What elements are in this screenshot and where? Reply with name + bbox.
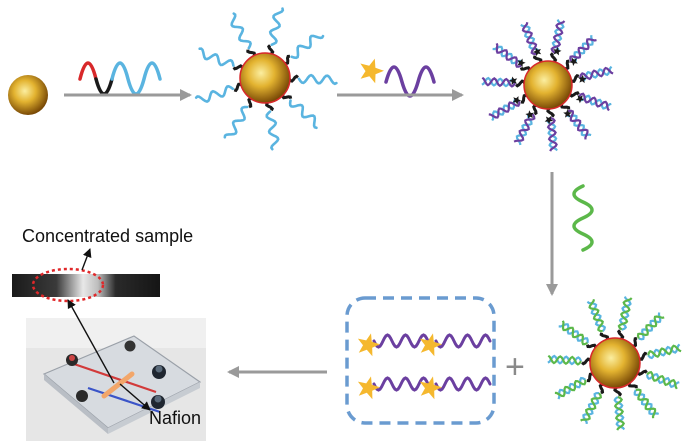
quencher-star [569,57,578,66]
quencher-star [525,110,534,119]
target-strand [546,116,558,152]
plus-sign: + [505,348,525,386]
probe-strand [223,105,249,139]
probe-strand [198,47,235,67]
pointer-to-label [81,248,92,271]
quencher-star [508,76,518,86]
target-strand [613,395,626,431]
reservoir-ports [66,340,166,409]
quencher-star [553,46,562,56]
probe-strand [288,99,318,130]
probe-strand [297,73,338,86]
target-strand [521,21,538,56]
quencher-star [563,109,572,118]
hybridized-nanoparticle [481,19,614,152]
target-strand [488,101,521,119]
target-strand [550,20,566,54]
probe-strand [230,12,252,50]
released-star-strands-box [345,296,496,425]
probe-strand [265,110,280,151]
purple-blue-duplex-strands [481,19,614,152]
probe-strand [290,34,325,60]
target-strand [495,43,522,68]
target-strand [547,354,582,366]
concentrated-sample-label: Concentrated sample [22,226,194,246]
target-strand [578,92,610,112]
target-strand [580,392,602,422]
quencher-star [578,74,587,84]
target-strand [567,109,589,140]
released-star [357,376,380,400]
target-strand [513,113,536,143]
released-star [419,376,442,400]
target-strand [635,388,657,419]
pointer-to-strip [67,299,115,384]
quencher-star [575,95,585,104]
probe-functionalized-nanoparticle [194,7,338,151]
released-star [419,333,442,357]
target-strand [569,38,597,62]
star-labeled-target-icon [384,65,436,98]
target-strand [481,76,516,88]
yellow-star-icon [360,58,384,84]
target-strand [588,299,604,333]
pointer-to-nafion [119,383,151,411]
target-strand [617,297,633,331]
displaced-nanoparticle [547,296,682,431]
released-purple-strands [357,333,492,400]
microfluidic-device-photo [26,318,206,441]
bare-gold-nanoparticle [8,75,48,115]
quencher-star [517,58,526,68]
probe-strand [268,7,285,46]
microchannel-red [73,362,157,394]
released-strand [434,376,492,392]
released-star [357,333,380,357]
fluorescence-image-strip [12,274,160,297]
quencher-star [544,116,554,125]
quencher-star [512,96,522,105]
released-strand [434,333,492,349]
thiol-probe-strand-icon [78,61,162,96]
target-strand [646,370,678,390]
nafion-label: Nafion [149,408,202,428]
concentrated-region-highlight [31,267,105,303]
target-strand [636,315,665,339]
target-strand [647,344,682,359]
probe-strand [194,84,235,104]
green-target-strand-icon [572,184,594,252]
quencher-star [532,47,542,57]
target-strand [561,320,588,346]
nafion-junction [101,371,135,399]
target-strand [579,66,614,81]
released-strand [372,333,430,349]
target-strand [554,379,587,398]
released-strand [372,376,430,392]
